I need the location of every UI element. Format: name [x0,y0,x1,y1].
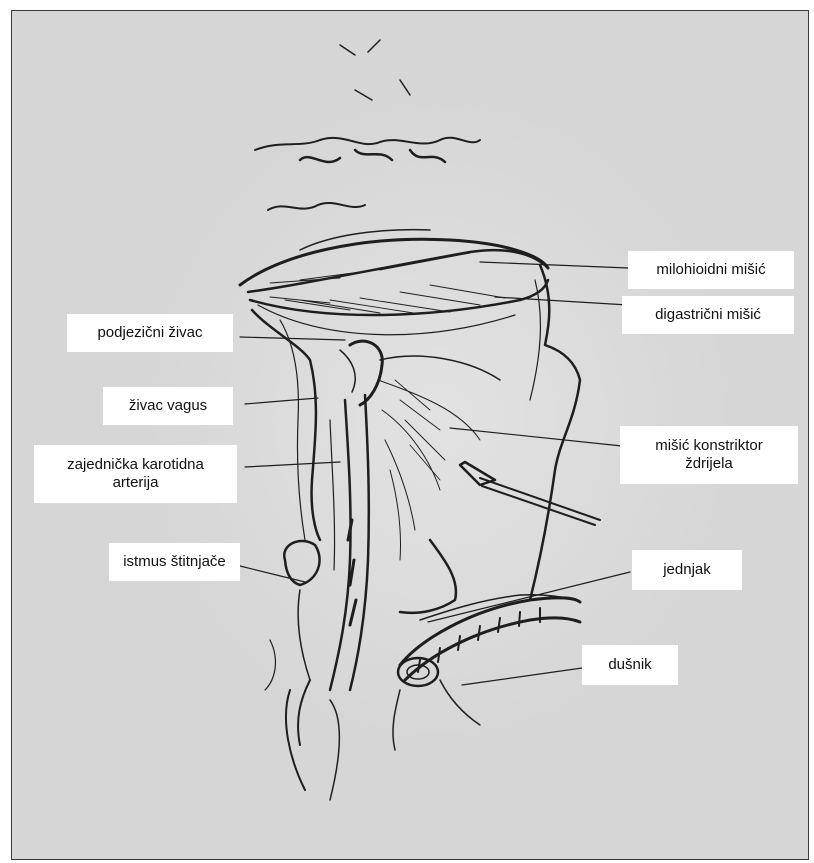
label-digastric-muscle: digastrični mišić [622,296,794,334]
label-mylohyoid-muscle: milohioidni mišić [628,251,794,289]
label-pharyngeal-constrictor: mišić konstriktor ždrijela [620,426,798,484]
label-trachea: dušnik [582,645,678,685]
label-esophagus: jednjak [632,550,742,590]
label-hypoglossal-nerve: podjezični živac [67,314,233,352]
label-common-carotid-artery: zajednička karotidna arterija [34,445,237,503]
label-thyroid-isthmus: istmus štitnjače [109,543,240,581]
label-vagus-nerve: živac vagus [103,387,233,425]
